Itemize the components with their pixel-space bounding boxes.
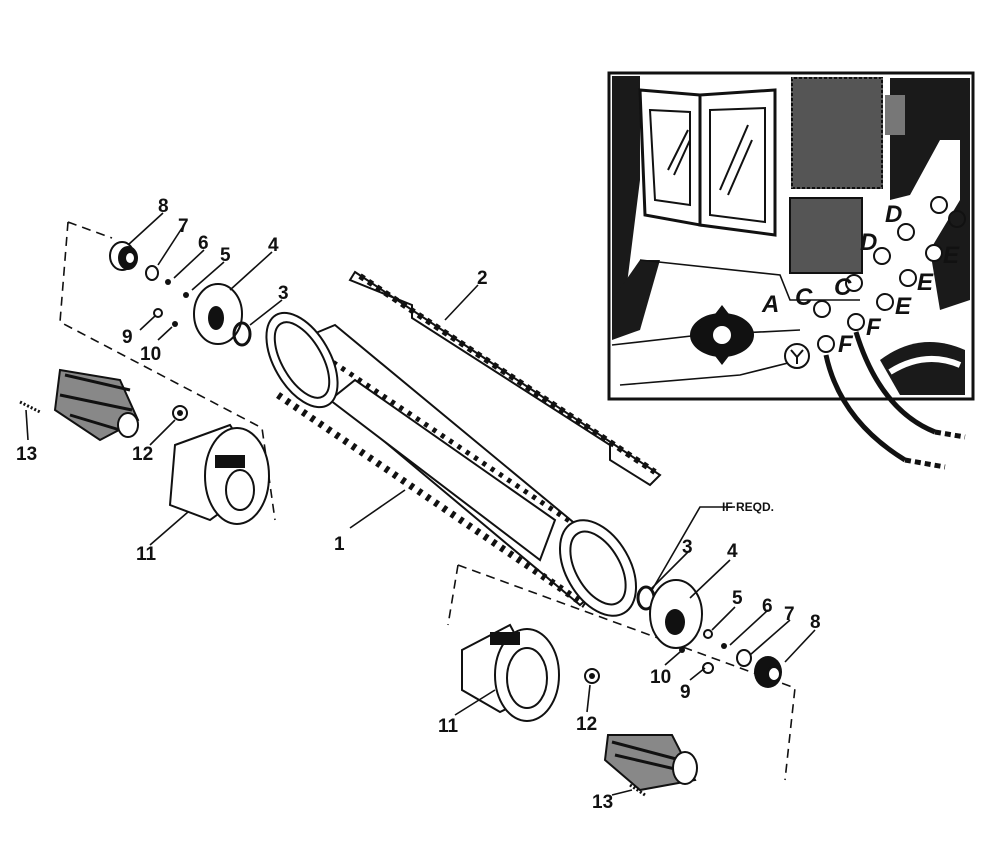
- callout-7-left: 7: [178, 216, 189, 237]
- leader-lines: [25, 212, 816, 796]
- callout-labels: 1 2 8 7 6 5 4 3 9 10 13 12 11 IF REQD. 3…: [16, 196, 821, 813]
- inset-label-f-1: F: [866, 314, 882, 341]
- callout-7-right: 7: [784, 604, 795, 625]
- inset-label-f-2: F: [838, 331, 854, 358]
- inset-label-e-2: E: [917, 269, 934, 296]
- callout-13-left: 13: [16, 444, 37, 465]
- callout-3-left: 3: [278, 283, 289, 304]
- callout-8-left: 8: [158, 196, 169, 217]
- callout-5-right: 5: [732, 588, 743, 609]
- callout-9-left: 9: [122, 327, 133, 348]
- callout-5-left: 5: [220, 245, 231, 266]
- callout-12-left: 12: [132, 444, 153, 465]
- inset-label-d-2: D: [860, 229, 877, 256]
- left-drive-assembly: [19, 221, 276, 525]
- callout-10-right: 10: [650, 667, 671, 688]
- right-drive-assembly: [447, 564, 796, 797]
- callout-13-right: 13: [592, 792, 613, 813]
- callout-2: 2: [477, 268, 488, 289]
- callout-6-left: 6: [198, 233, 209, 254]
- inset-label-e-1: E: [943, 242, 960, 269]
- inset-label-e-3: E: [895, 293, 912, 320]
- callout-11-right: 11: [438, 716, 459, 737]
- callout-9-right: 9: [680, 682, 691, 703]
- part-2-toothed-bar: [348, 270, 662, 487]
- inset-label-a: A: [761, 291, 779, 318]
- inset-label-d-1: D: [885, 201, 902, 228]
- callout-4-left: 4: [268, 235, 279, 256]
- callout-1: 1: [334, 534, 345, 555]
- inset-cab-view: D D E E E C C A F F: [607, 71, 975, 470]
- callout-8-right: 8: [810, 612, 821, 633]
- part-1-tube: [265, 311, 637, 617]
- callout-11-left: 11: [136, 544, 157, 565]
- note-if-required: IF REQD.: [722, 500, 774, 514]
- callout-12-right: 12: [576, 714, 597, 735]
- callout-3-right: 3: [682, 537, 693, 558]
- callout-10-left: 10: [140, 344, 161, 365]
- inset-label-c-1: C: [834, 274, 852, 301]
- inset-label-c-2: C: [795, 284, 813, 311]
- callout-4-right: 4: [727, 541, 738, 562]
- callout-6-right: 6: [762, 596, 773, 617]
